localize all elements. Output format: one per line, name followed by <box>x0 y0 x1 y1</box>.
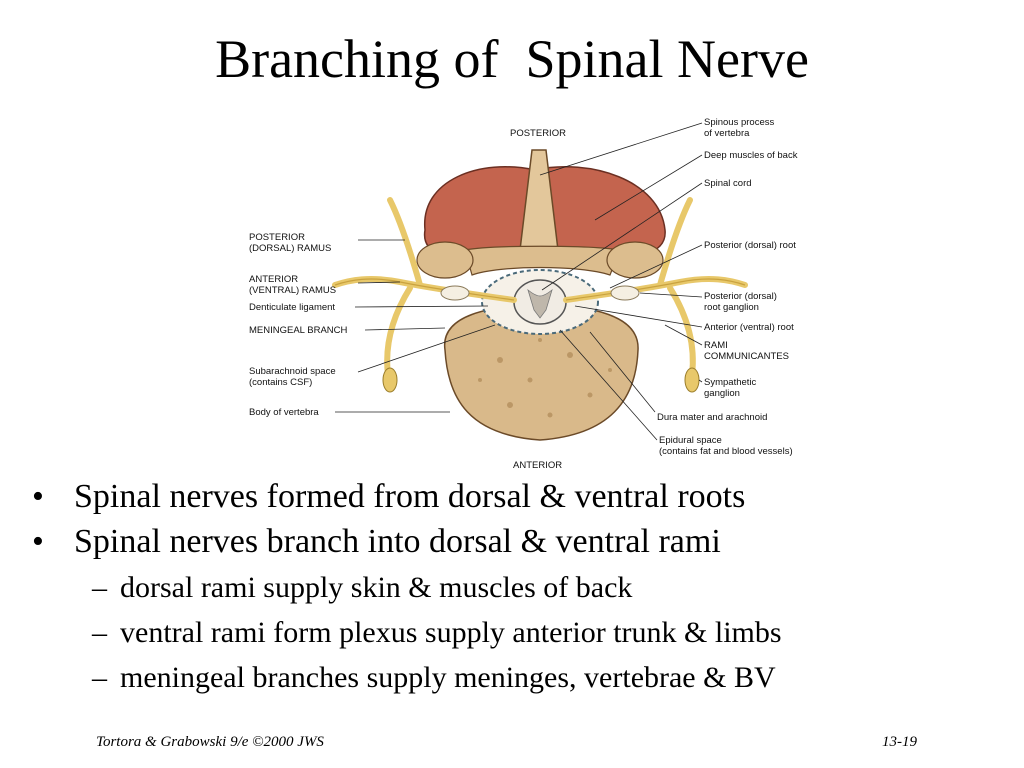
label-posterior-root: Posterior (dorsal) root <box>704 240 796 251</box>
label-rami-communicantes: RAMI COMMUNICANTES <box>704 340 789 362</box>
label-spinal-cord: Spinal cord <box>704 178 752 189</box>
label-anterior: ANTERIOR <box>513 460 563 471</box>
label-denticulate-ligament: Denticulate ligament <box>249 302 336 313</box>
spinous-process <box>519 149 559 251</box>
leader-lines <box>335 122 703 441</box>
sub-bullet-item: – ventral rami form plexus supply anteri… <box>30 610 1010 655</box>
sympathetic-ganglion-right <box>684 367 700 393</box>
slide-number: 13-19 <box>882 734 917 750</box>
sub-bullet-item: – meningeal branches supply meninges, ve… <box>30 655 1010 700</box>
label-sympathetic-ganglion: Sympathetic ganglion <box>704 377 757 399</box>
label-meningeal-branch: MENINGEAL BRANCH <box>249 325 348 336</box>
sub-bullet-text: meningeal branches supply meninges, vert… <box>120 661 776 694</box>
label-posterior: POSTERIOR <box>510 128 566 139</box>
label-root-ganglion: Posterior (dorsal) root ganglion <box>704 291 777 313</box>
root-ganglion-left <box>440 285 470 301</box>
sympathetic-ganglion-left <box>382 367 398 393</box>
bullet-marker: • <box>32 478 44 515</box>
cross-section-drawing <box>332 122 748 441</box>
bullet-text: Spinal nerves branch into dorsal & ventr… <box>74 522 721 560</box>
spinal-nerve-illustration: POSTERIOR ANTERIOR POSTERIOR (DORSAL) RA… <box>240 110 820 475</box>
bullet-marker: • <box>32 522 44 560</box>
label-deep-muscles: Deep muscles of back <box>704 150 798 161</box>
bullet-item: • Spinal nerves branch into dorsal & ven… <box>30 521 1010 564</box>
bullet-list: • Spinal nerves formed from dorsal & ven… <box>30 476 1010 700</box>
label-anterior-ramus: ANTERIOR (VENTRAL) RAMUS <box>249 274 337 296</box>
label-dura-mater: Dura mater and arachnoid <box>657 412 768 423</box>
slide-title: Branching of Spinal Nerve <box>215 29 809 89</box>
label-anterior-root: Anterior (ventral) root <box>704 322 794 333</box>
label-spinous-process: Spinous process of vertebra <box>704 117 775 139</box>
sub-bullet-item: – dorsal rami supply skin & muscles of b… <box>30 565 1010 610</box>
footer-citation: Tortora & Grabowski 9/e ©2000 JWS <box>96 734 324 750</box>
root-ganglion-right <box>610 285 640 301</box>
sub-bullet-marker: – <box>92 571 107 604</box>
sub-bullet-text: ventral rami form plexus supply anterior… <box>120 616 782 649</box>
label-subarachnoid-space: Subarachnoid space (contains CSF) <box>249 366 336 388</box>
label-body-of-vertebra: Body of vertebra <box>249 407 319 418</box>
sub-bullet-marker: – <box>92 661 107 694</box>
sub-bullet-marker: – <box>92 616 107 649</box>
label-epidural-space: Epidural space (contains fat and blood v… <box>659 435 793 457</box>
label-posterior-ramus: POSTERIOR (DORSAL) RAMUS <box>249 232 332 254</box>
bullet-text: Spinal nerves formed from dorsal & ventr… <box>74 478 746 515</box>
bullet-item: • Spinal nerves formed from dorsal & ven… <box>30 476 1010 519</box>
sub-bullet-text: dorsal rami supply skin & muscles of bac… <box>120 571 633 604</box>
